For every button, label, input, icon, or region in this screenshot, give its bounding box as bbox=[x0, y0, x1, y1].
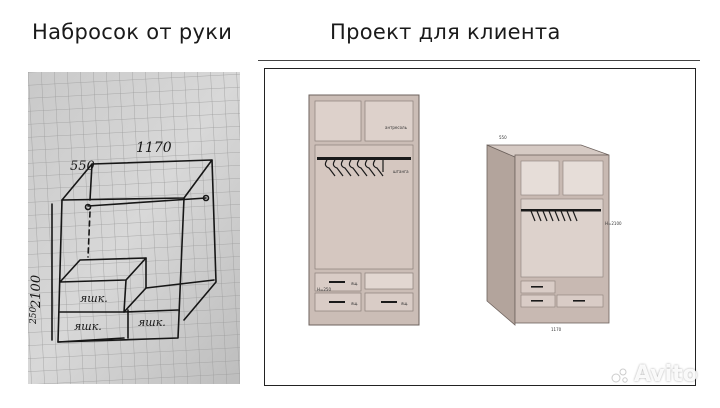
sketch-side-note: 250 bbox=[29, 307, 39, 325]
avito-watermark: Avito bbox=[610, 362, 698, 387]
title-underline bbox=[258, 60, 700, 61]
wardrobe-iso-view: 550 1170 H=2100 bbox=[486, 135, 622, 332]
front-rod-tag: штанга bbox=[393, 169, 409, 174]
iso-width-label: 1170 bbox=[551, 327, 562, 332]
iso-height-label: H=2100 bbox=[605, 221, 622, 226]
front-left-dim: H=250 bbox=[317, 287, 331, 292]
sketch-width-label: 1170 bbox=[136, 140, 172, 156]
sketch-drawer-2: яшк. bbox=[74, 320, 102, 333]
avito-logo-icon bbox=[611, 368, 628, 383]
project-title: Проект для клиента bbox=[330, 20, 561, 44]
sketch-title: Набросок от руки bbox=[32, 20, 233, 44]
sketch-height-label: 2100 bbox=[29, 275, 44, 309]
front-shelf-tag: антресоль bbox=[385, 125, 408, 130]
sketch-drawer-3: яшк. bbox=[138, 316, 166, 329]
iso-depth-label: 550 bbox=[499, 135, 507, 140]
client-project-drawing: антресоль штанга ящ. ящ. ящ. H=250 bbox=[264, 68, 696, 386]
hand-sketch-photo: 550 1170 2100 250 яшк. яшк. яшк. bbox=[28, 72, 240, 384]
front-drawer-tag-3: ящ. bbox=[401, 301, 408, 306]
front-drawer-tag-1: ящ. bbox=[351, 281, 358, 286]
sketch-depth-label: 550 bbox=[70, 159, 95, 174]
avito-watermark-text: Avito bbox=[634, 362, 698, 387]
wardrobe-front-view: антресоль штанга ящ. ящ. ящ. H=250 bbox=[308, 94, 420, 326]
sketch-drawer-1: яшк. bbox=[80, 292, 108, 305]
front-drawer-tag-2: ящ. bbox=[351, 301, 358, 306]
